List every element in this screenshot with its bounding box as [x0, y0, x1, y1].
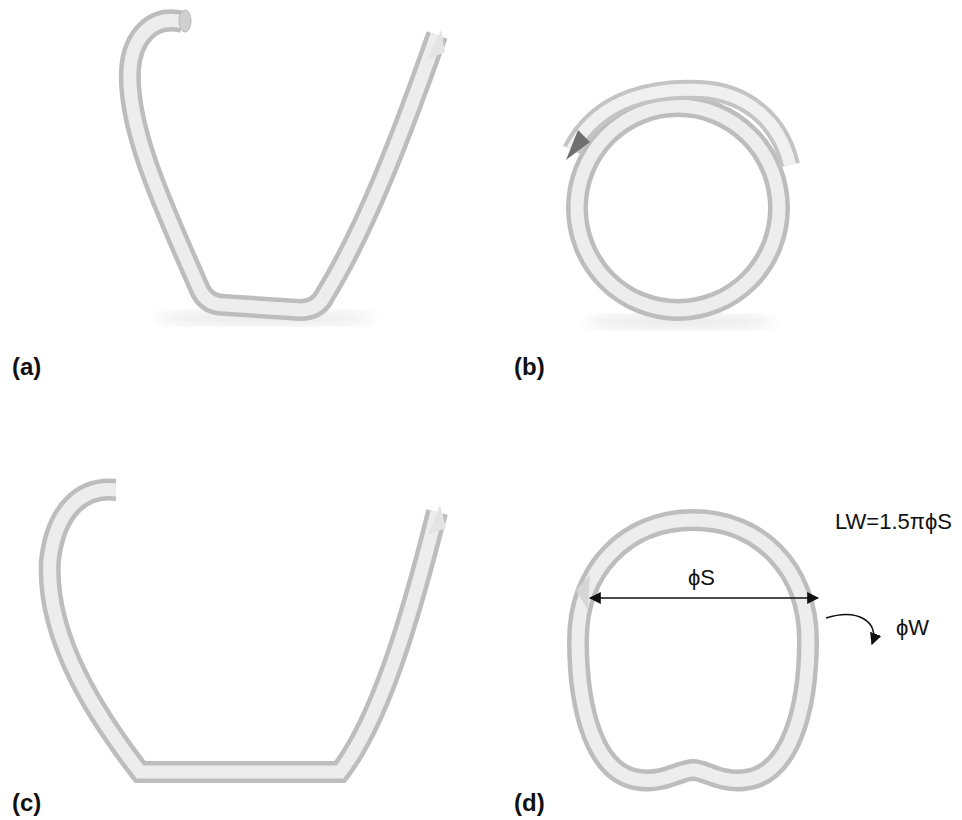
dimension-label: ϕS	[688, 566, 715, 590]
dimension-arrow	[590, 597, 818, 599]
wire-overlap	[572, 90, 790, 165]
wire-highlight	[578, 520, 808, 780]
wire-highlight	[130, 20, 437, 310]
wire-a	[130, 10, 445, 324]
panel-label: (b)	[514, 354, 545, 380]
wire-cut	[116, 478, 120, 502]
wire-end	[179, 10, 191, 32]
dimension-label: ϕW	[896, 616, 929, 640]
wire-highlight	[50, 490, 437, 772]
wire-body	[578, 520, 808, 780]
wire-body	[50, 490, 437, 772]
wire-tip	[566, 130, 590, 160]
wire-c	[50, 478, 446, 772]
panel-label: (d)	[514, 790, 545, 816]
wire-tip	[427, 30, 445, 60]
wire-body	[577, 106, 779, 310]
wire-body	[130, 20, 437, 310]
length-formula: LW=1.5πϕS	[835, 510, 952, 534]
panel-label: (a)	[12, 354, 41, 380]
leader-arrow	[826, 615, 874, 644]
wire-tip	[428, 505, 446, 535]
panel-label: (c)	[12, 790, 41, 816]
wire-d	[576, 520, 874, 780]
wire-b	[566, 90, 790, 328]
wire-highlight	[577, 106, 779, 310]
wire-tip	[576, 575, 590, 610]
wire-overlap-highlight	[572, 90, 790, 165]
